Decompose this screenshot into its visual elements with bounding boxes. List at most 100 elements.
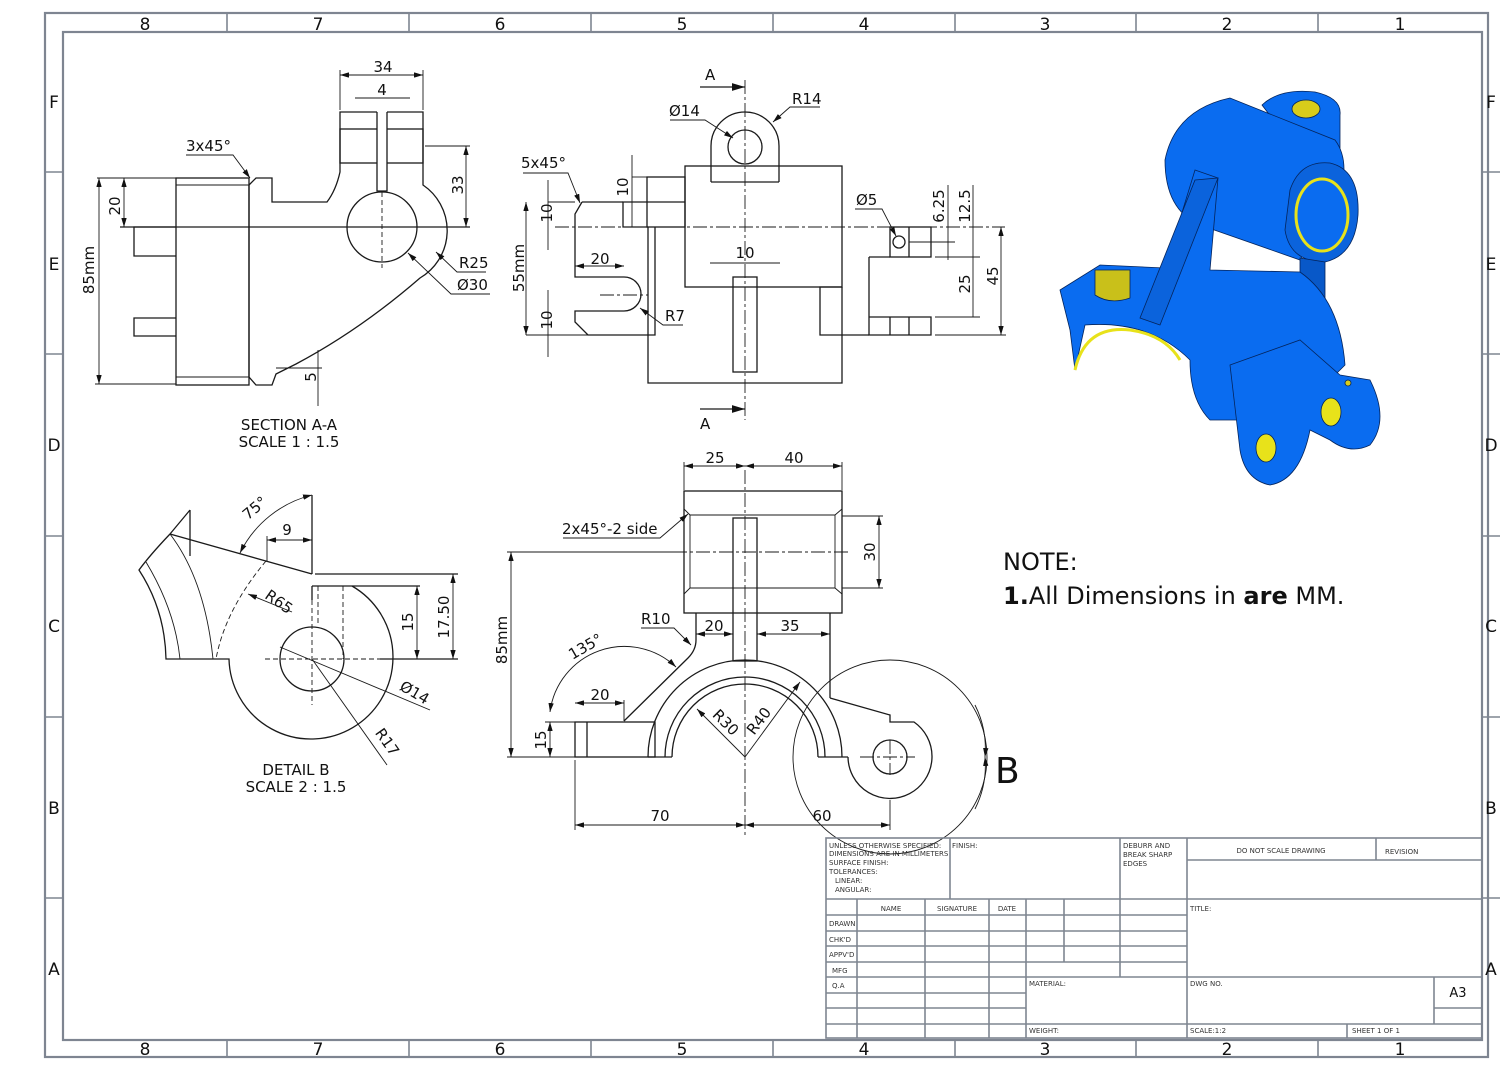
dim-4: 4 [377,81,387,99]
zone-col: 2 [1222,15,1233,35]
zone-row: C [1485,617,1497,637]
dim-r65: R65 [262,586,297,618]
dim-40: 40 [784,449,803,467]
zone-col: 8 [140,1040,151,1060]
isometric-part-render [1059,90,1381,486]
material-label: MATERIAL: [1029,980,1066,988]
top-view: A A Ø14 R14 5x45° 10 10 55mm 10 20 R7 10… [510,66,1006,433]
dim-d30: Ø30 [457,276,488,294]
dim-d5: Ø5 [856,191,877,209]
zone-col: 1 [1395,15,1406,35]
dim-25: 25 [956,274,974,293]
header-date: DATE [998,905,1016,913]
section-marker: A [700,415,711,433]
detail-b-view: 75° 9 R65 15 17.50 Ø14 R17 DETAIL B SCAL… [138,493,458,796]
dim-12-5: 12.5 [956,189,974,222]
dim-85mm: 85mm [80,246,98,294]
title-block: UNLESS OTHERWISE SPECIFIED: DIMENSIONS A… [825,837,1483,1039]
sheet-frame: 8 7 6 5 4 3 2 1 8 7 6 5 4 3 2 1 F E D C … [43,11,1500,1060]
dim-10: 10 [538,203,556,222]
note-number: 1. [1003,582,1029,610]
dim-15: 15 [532,730,550,749]
zone-col: 3 [1040,15,1051,35]
scale-label: SCALE:1:2 [1190,1027,1226,1035]
view-scale: SCALE 1 : 1.5 [239,433,340,451]
zone-row: D [1484,436,1497,456]
zone-row: F [1486,93,1496,113]
deburr-line: EDGES [1123,860,1148,868]
zone-row: B [1485,799,1497,819]
dim-135deg: 135° [565,630,605,664]
role-mfg: MFG [832,967,848,975]
zone-col: 6 [495,1040,506,1060]
note-text-bold: are [1243,582,1287,610]
dim-20: 20 [590,686,609,704]
header-name: NAME [881,905,902,913]
header-signature: SIGNATURE [937,905,977,913]
dim-10: 10 [538,310,556,329]
dim-6-25: 6.25 [930,189,948,222]
zone-row: A [1485,960,1497,980]
sheet-label: SHEET 1 OF 1 [1352,1027,1400,1035]
note-text-end: MM. [1288,582,1345,610]
dim-9: 9 [282,521,292,539]
sheet-size: A3 [1449,986,1466,1001]
finish-label: FINISH: [952,842,977,850]
dim-10: 10 [735,244,754,262]
dim-r7: R7 [665,307,685,325]
zone-row: A [48,960,60,980]
unless-line: SURFACE FINISH: [829,859,888,867]
note-heading: NOTE: [1003,548,1078,576]
view-scale: SCALE 2 : 1.5 [246,778,347,796]
zone-col: 2 [1222,1040,1233,1060]
unless-line: LINEAR: [835,877,862,885]
zone-col: 1 [1395,1040,1406,1060]
dim-chamfer: 5x45° [521,154,566,172]
weight-label: WEIGHT: [1029,1027,1059,1035]
zone-row: D [47,436,60,456]
dim-17-50: 17.50 [435,596,453,639]
dim-30: 30 [861,542,879,561]
detail-marker-b: B [995,751,1020,792]
dim-r30: R30 [709,706,743,740]
note-text: All Dimensions in [1029,582,1244,610]
dwg-no-label: DWG NO. [1190,980,1223,988]
note-block: NOTE: 1.All Dimensions in are MM. [1003,548,1344,610]
dim-34: 34 [373,58,392,76]
zone-col: 4 [859,15,870,35]
zone-col: 5 [677,1040,688,1060]
dim-20: 20 [590,250,609,268]
zone-col: 5 [677,15,688,35]
zone-col: 4 [859,1040,870,1060]
role-drawn: DRAWN [829,920,856,928]
zone-col: 7 [313,15,324,35]
dim-45: 45 [984,266,1002,285]
unless-line: DIMENSIONS ARE IN MILLIMETERS [829,850,949,858]
zone-col: 7 [313,1040,324,1060]
unless-line: UNLESS OTHERWISE SPECIFIED: [829,842,941,850]
chamfer-label: 3x45° [186,137,231,155]
view-label: SECTION A-A [241,416,338,434]
section-a-a-view: 34 4 3x45° 20 85mm 33 R25 Ø30 5 SECTION … [80,58,490,451]
role-checked: CHK'D [829,936,851,944]
dim-r25: R25 [459,254,489,272]
section-marker: A [705,66,716,84]
dim-r10: R10 [641,610,671,628]
dim-35: 35 [780,617,799,635]
dim-10: 10 [614,177,632,196]
deburr-line: BREAK SHARP [1123,851,1172,859]
dim-55mm: 55mm [510,244,528,292]
deburr-line: DEBURR AND [1123,842,1170,850]
zone-row: C [48,617,60,637]
unless-line: TOLERANCES: [828,868,878,876]
note-line: 1.All Dimensions in are MM. [1003,582,1344,610]
dim-r17: R17 [371,725,403,760]
dim-5: 5 [302,372,320,382]
view-label: DETAIL B [262,761,329,779]
zone-row: E [1486,255,1497,275]
role-qa: Q.A [832,982,845,990]
dim-70: 70 [650,807,669,825]
zone-col: 6 [495,15,506,35]
front-view: R30 R40 25 40 2x45°-2 side 30 85mm R10 2… [493,449,1020,855]
